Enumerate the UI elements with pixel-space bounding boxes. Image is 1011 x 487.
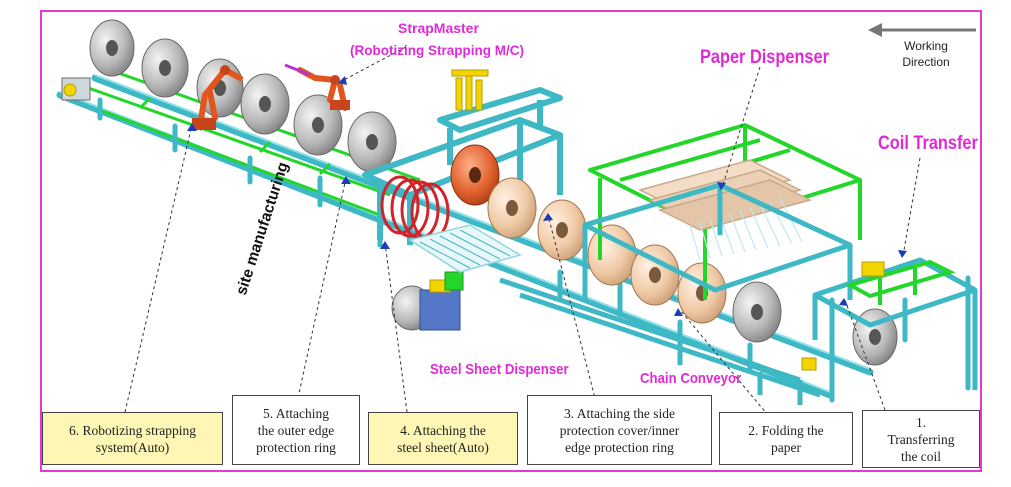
strapmaster-title: StrapMaster [398, 20, 479, 36]
left-end-unit [61, 77, 91, 101]
steel-sheet-dispenser-machine [391, 271, 464, 331]
coil-transfer-frame [812, 257, 978, 390]
working-direction-label: Working Direction [898, 38, 954, 70]
step-1-line2: Transferring [887, 431, 955, 447]
step-6-line2: system(Auto) [95, 439, 170, 455]
step-box-2: 2. Folding the paper [719, 412, 853, 465]
step-2-line1: 2. Folding the [748, 422, 824, 438]
strapping-gantry [362, 87, 563, 245]
step-4-line1: 4. Attaching the [400, 422, 486, 438]
steel-sheet-rollers [419, 229, 511, 269]
step-5-line2: the outer edge [257, 422, 335, 438]
working-direction-arrow [868, 23, 976, 37]
gray-coils [89, 19, 397, 173]
folding-frame [582, 182, 853, 300]
yellow-posts [451, 69, 489, 111]
step-3-line3: edge protection ring [565, 439, 674, 455]
chain-conveyor-label: Chain Conveyor [640, 370, 742, 387]
step-box-1: 1. Transferring the coil [862, 410, 980, 468]
chain-conveyor [499, 277, 821, 405]
paper-sheets [637, 159, 813, 231]
step-box-4: 4. Attaching the steel sheet(Auto) [368, 412, 518, 465]
step-box-6: 6. Robotizing strapping system(Auto) [42, 412, 223, 465]
step-1-line3: the coil [900, 448, 942, 464]
transfer-carriage [861, 261, 885, 277]
step-5-line3: protection ring [256, 439, 336, 455]
steel-sheet-dispenser-label: Steel Sheet Dispenser [430, 361, 569, 378]
strapmaster-subtitle: (Robotizing Strapping M/C) [350, 43, 524, 58]
paper-dispenser-label: Paper Dispenser [700, 47, 829, 68]
red-coil-core [469, 167, 481, 183]
coil-transfer-label: Coil Transfer [878, 133, 978, 154]
step-box-3: 3. Attaching the side protection cover/i… [527, 395, 712, 465]
step-1-line1: 1. [915, 414, 927, 430]
step-3-line2: protection cover/inner [559, 422, 680, 438]
working-direction-line2: Direction [902, 55, 950, 69]
step-6-line1: 6. Robotizing strapping [68, 422, 197, 438]
robot-bases [192, 65, 350, 130]
working-direction-line1: Working [904, 39, 948, 53]
callout-arrowheads [187, 76, 907, 316]
conveyor-motor [801, 357, 817, 371]
step-5-line1: 5. Attaching [263, 405, 329, 421]
step-box-5: 5. Attaching the outer edge protection r… [232, 395, 360, 465]
coil-transfer-green [844, 259, 956, 305]
step-2-line2: paper [771, 439, 801, 455]
robot-tool [284, 63, 311, 77]
step-3-line1: 3. Attaching the side [564, 405, 675, 421]
callout-lines [124, 46, 921, 421]
step-4-line2: steel sheet(Auto) [397, 439, 489, 455]
diagram-frame [40, 10, 982, 472]
